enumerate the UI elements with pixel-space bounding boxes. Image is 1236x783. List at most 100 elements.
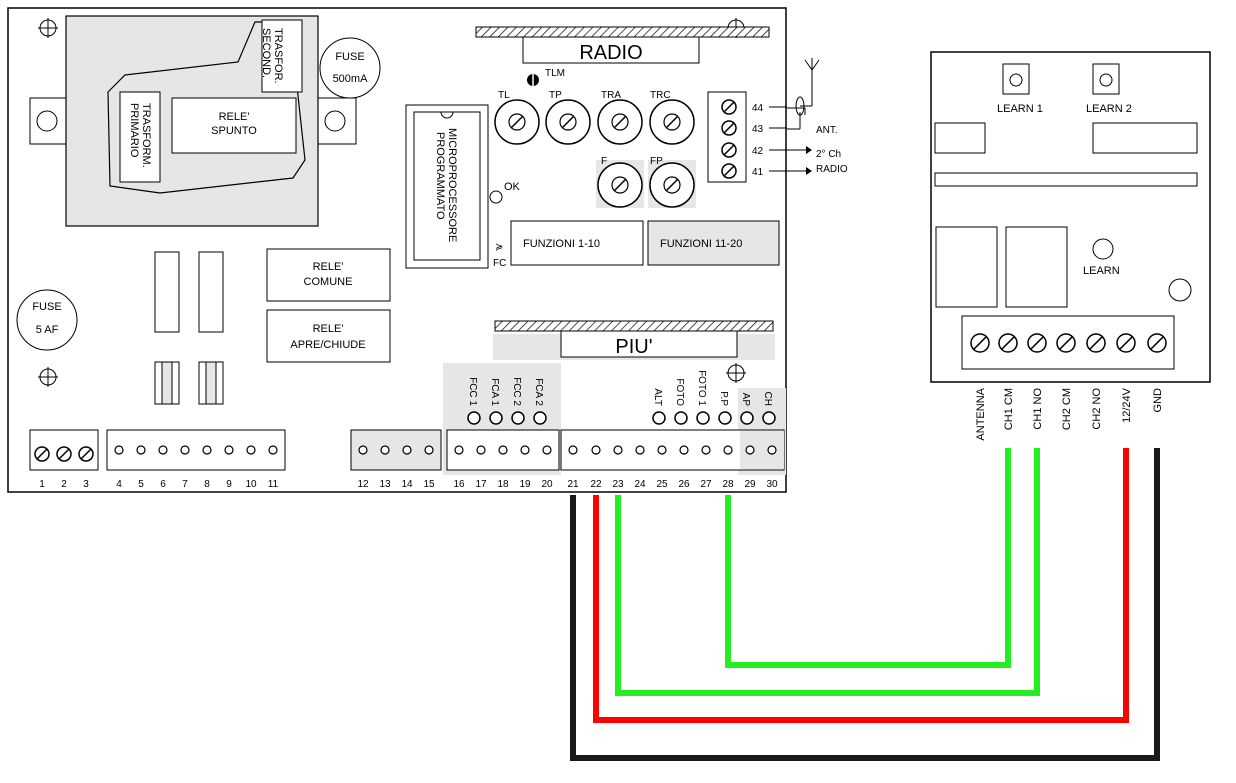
terminal-number: 19 — [519, 479, 531, 490]
fuse-left-value: 5 AF — [36, 324, 59, 336]
status-led: P.P — [718, 391, 732, 425]
terminal-number: 10 — [245, 479, 257, 490]
terminal-number: 8 — [204, 479, 210, 490]
terminal-hole — [767, 445, 777, 455]
trimmer-label: F — [601, 156, 607, 167]
antenna-terminal-screw — [721, 99, 737, 115]
terminal-number: 26 — [678, 479, 690, 490]
terminal-number: 27 — [700, 479, 712, 490]
receiver-strip — [934, 172, 1198, 187]
trimmer-tl[interactable]: TL — [494, 90, 540, 145]
terminal-hole — [657, 445, 667, 455]
learn-button[interactable] — [1092, 238, 1114, 260]
terminal-hole — [454, 445, 464, 455]
terminal-hole — [613, 445, 623, 455]
receiver-terminal-label: CH1 NO — [1032, 388, 1044, 430]
transformer-secondary-label-2: SECOND. — [260, 28, 272, 78]
radio-connector: RADIO — [475, 26, 770, 64]
antenna-terminal-screw — [721, 142, 737, 158]
receiver-mount-hole — [1168, 278, 1192, 302]
led-label: P.P — [718, 391, 729, 406]
terminal-hole — [520, 445, 530, 455]
learn2-label: LEARN 2 — [1086, 103, 1132, 115]
function-switches: FUNZIONI 1-10 FUNZIONI 11-20 — [510, 220, 780, 266]
wires — [570, 448, 1160, 761]
fuse-top-label: FUSE — [335, 51, 364, 63]
receiver-terminal-label: CH2 NO — [1091, 388, 1103, 430]
trimmer-label: TRC — [650, 90, 671, 101]
terminal-hole — [114, 445, 124, 455]
receiver-terminal-label: CH1 CM — [1003, 388, 1015, 430]
learn2-button[interactable] — [1092, 63, 1120, 95]
receiver-terminal-screw — [970, 333, 990, 353]
receiver-terminal-label: ANTENNA — [975, 387, 987, 440]
wire-28-to-ch1-cm — [725, 448, 1011, 668]
antenna-terminal-number: 41 — [752, 167, 764, 178]
second-channel-note: 2° Ch — [816, 149, 841, 160]
terminal-number: 5 — [138, 479, 144, 490]
ok-label: OK — [504, 181, 521, 193]
terminal-hole — [701, 445, 711, 455]
terminal-number: 9 — [226, 479, 232, 490]
trimmer-label: FP — [650, 156, 663, 167]
microprocessor-label-2: PROGRAMMATO — [434, 132, 446, 220]
terminal-number: 16 — [453, 479, 465, 490]
status-led: FCA 1 — [489, 378, 503, 425]
status-led: FOTO 1 — [696, 370, 710, 425]
terminal-number: 24 — [634, 479, 646, 490]
receiver-relay — [935, 226, 998, 308]
mounting-hole-icon — [38, 18, 58, 38]
rele-apre-label-2: APRE/CHIUDE — [290, 339, 365, 351]
fuse-top-value: 500mA — [333, 73, 369, 85]
fuse-5af: FUSE 5 AF — [16, 289, 78, 351]
terminal-number: 12 — [357, 479, 369, 490]
terminal-hole — [745, 445, 755, 455]
mounting-hole-icon — [726, 363, 746, 383]
terminal-hole — [723, 445, 733, 455]
terminal-hole — [158, 445, 168, 455]
rele-apre-chiude: RELE' APRE/CHIUDE — [266, 309, 391, 363]
terminal-hole — [568, 445, 578, 455]
trimmer-f[interactable]: F — [596, 156, 644, 208]
terminal-hole — [542, 445, 552, 455]
learn1-button[interactable] — [1002, 63, 1030, 95]
terminal-screw — [78, 446, 94, 462]
terminal-hole — [136, 445, 146, 455]
trimmer-tp[interactable]: TP — [545, 90, 591, 145]
trimmer-trc[interactable]: TRC — [649, 90, 695, 145]
terminal-number: 17 — [475, 479, 487, 490]
trimmer-fp[interactable]: FP — [648, 156, 696, 208]
terminal-number: 21 — [567, 479, 579, 490]
terminal-number: 14 — [401, 479, 413, 490]
antenna-terminal-screw — [721, 163, 737, 179]
wire-21-to-gnd — [570, 448, 1160, 761]
terminal-number: 6 — [160, 479, 166, 490]
terminal-hole — [246, 445, 256, 455]
control-board: TRASFOR. SECOND. TRASFORM. PRIMARIO RELE… — [7, 7, 848, 493]
led-label: AP — [740, 393, 751, 407]
piu-title: PIU' — [615, 336, 652, 358]
learn1-label: LEARN 1 — [997, 103, 1043, 115]
led-label: FOTO 1 — [696, 370, 707, 406]
terminal-number: 20 — [541, 479, 553, 490]
wire-22-to-12-24v — [593, 448, 1129, 723]
trimmer-tra[interactable]: TRA — [597, 90, 643, 145]
terminal-number: 3 — [83, 479, 89, 490]
terminal-number: 22 — [590, 479, 602, 490]
terminal-number: 30 — [766, 479, 778, 490]
rele-comune-label-1: RELE' — [313, 261, 344, 273]
terminal-screw — [56, 446, 72, 462]
transformer-primary-label-1: TRASFORM. — [140, 103, 152, 168]
receiver-terminal-screw — [1027, 333, 1047, 353]
receiver-terminal-label: GND — [1152, 388, 1164, 413]
receiver-terminal-screw — [998, 333, 1018, 353]
terminal-hole — [591, 445, 601, 455]
trimmer-label: TRA — [601, 90, 621, 101]
rele-comune-label-2: COMUNE — [304, 276, 353, 288]
fuse-500ma: FUSE 500mA — [319, 37, 381, 99]
fuse-left-label: FUSE — [32, 301, 61, 313]
terminal-hole — [202, 445, 212, 455]
